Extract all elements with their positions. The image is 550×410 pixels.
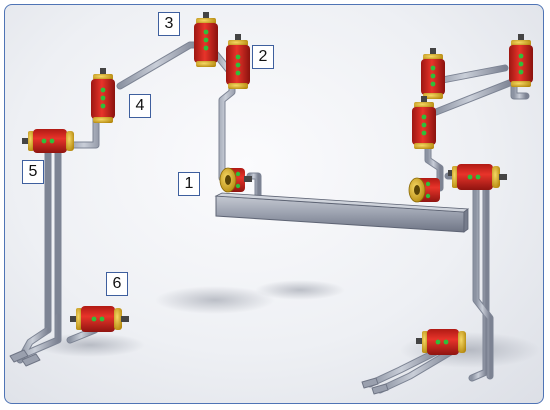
actuator-joint-5 [22, 129, 74, 153]
joint-label-3: 3 [158, 12, 180, 36]
actuator-joint-4 [91, 68, 115, 123]
actuator-right-shoulder-upper [421, 48, 445, 99]
joint-label-4: 4 [129, 94, 151, 118]
actuator-joint-1 [219, 167, 252, 193]
actuator-joint-3 [194, 12, 218, 67]
joint-label-5: 5 [22, 160, 44, 184]
actuator-joint-6 [70, 306, 129, 332]
horizontal-actuators [22, 129, 507, 355]
joint-label-2: 2 [252, 45, 274, 69]
actuator-right-shoulder-lower [412, 96, 436, 149]
actuator-right-hip [448, 164, 507, 190]
actuator-joint-2 [226, 34, 250, 89]
vertical-actuators [91, 12, 533, 149]
actuator-right-ankle [416, 329, 466, 355]
joint-label-6: 6 [106, 272, 128, 296]
joint-label-1: 1 [178, 172, 200, 196]
actuator-right-elbow [408, 177, 440, 203]
actuator-right-shoulder-outer [509, 34, 533, 87]
crossbar-beam [214, 192, 470, 233]
